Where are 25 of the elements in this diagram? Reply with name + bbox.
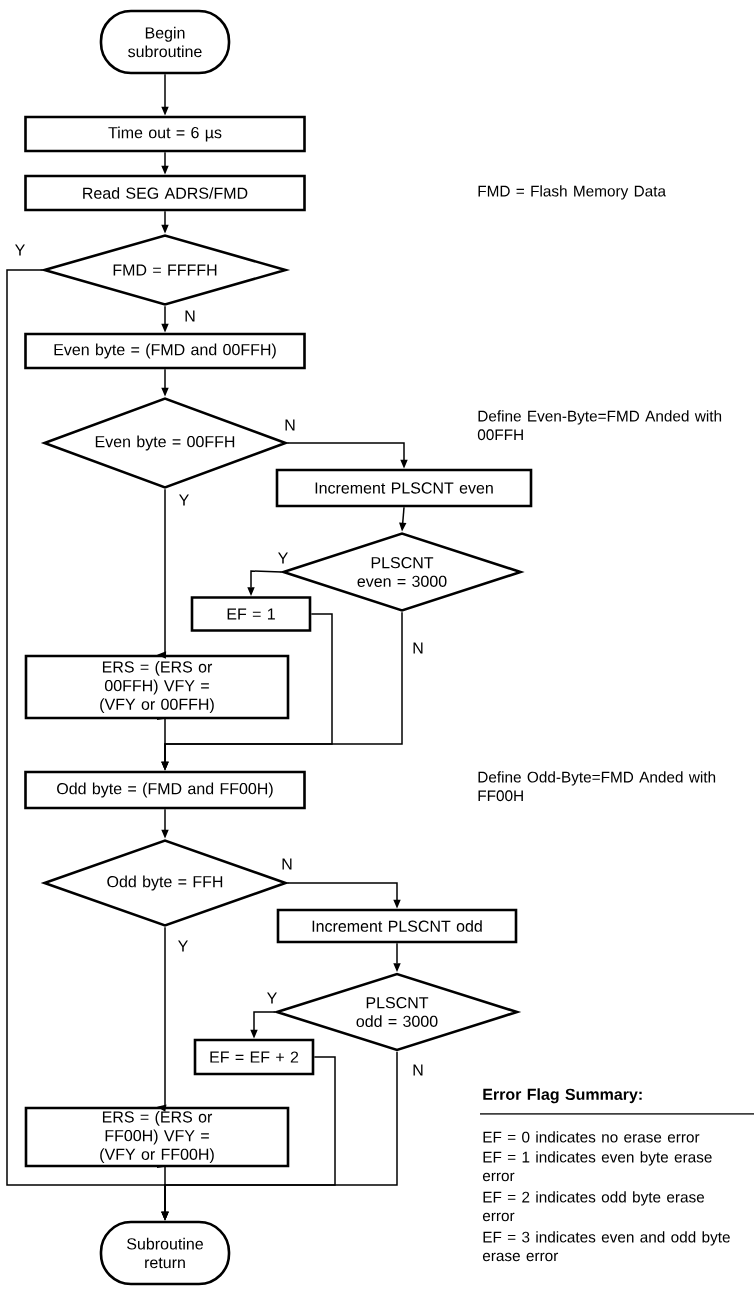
process-box: ERS = (ERS or FF00H) VFY = (VFY or FF00H) — [24, 1106, 290, 1168]
process-box: Even byte = (FMD and 00FFH) — [24, 332, 306, 370]
process-box: EF = 1 — [190, 596, 312, 632]
process-box: Increment PLSCNT even — [275, 468, 533, 508]
note-text: FMD = Flash Memory Data — [478, 185, 666, 200]
edge-label: Y — [13, 243, 27, 257]
edge-label: N — [182, 309, 198, 323]
note-text: Define Even-Byte=FMD Anded with 00FFH — [477, 410, 722, 441]
process-box: Read SEG ADRS/FMD — [24, 174, 306, 212]
edge-label: Y — [177, 493, 191, 507]
heading: Error Flag Summary: — [483, 1088, 642, 1104]
note-text: EF = 1 indicates even byte erase error — [482, 1151, 712, 1182]
note-text: EF = 3 indicates even and odd byte erase error — [482, 1231, 730, 1262]
note-text: EF = 0 indicates no erase error — [483, 1131, 700, 1143]
process-box: Time out = 6 µs — [24, 115, 306, 153]
process-box: Odd byte = (FMD and FF00H) — [24, 770, 306, 810]
process-box: Increment PLSCNT odd — [276, 908, 518, 944]
edge-label: N — [410, 641, 426, 655]
note-text: Define Odd-Byte=FMD Anded with FF00H — [478, 771, 716, 802]
process-box: EF = EF + 2 — [193, 1038, 315, 1076]
note-text: EF = 2 indicates odd byte erase error — [482, 1191, 705, 1222]
edge-label: Y — [176, 939, 190, 953]
edge-label: N — [410, 1063, 426, 1077]
edge-label: Y — [276, 551, 290, 565]
process-box: ERS = (ERS or 00FFH) VFY = (VFY or 00FFH) — [24, 654, 290, 720]
